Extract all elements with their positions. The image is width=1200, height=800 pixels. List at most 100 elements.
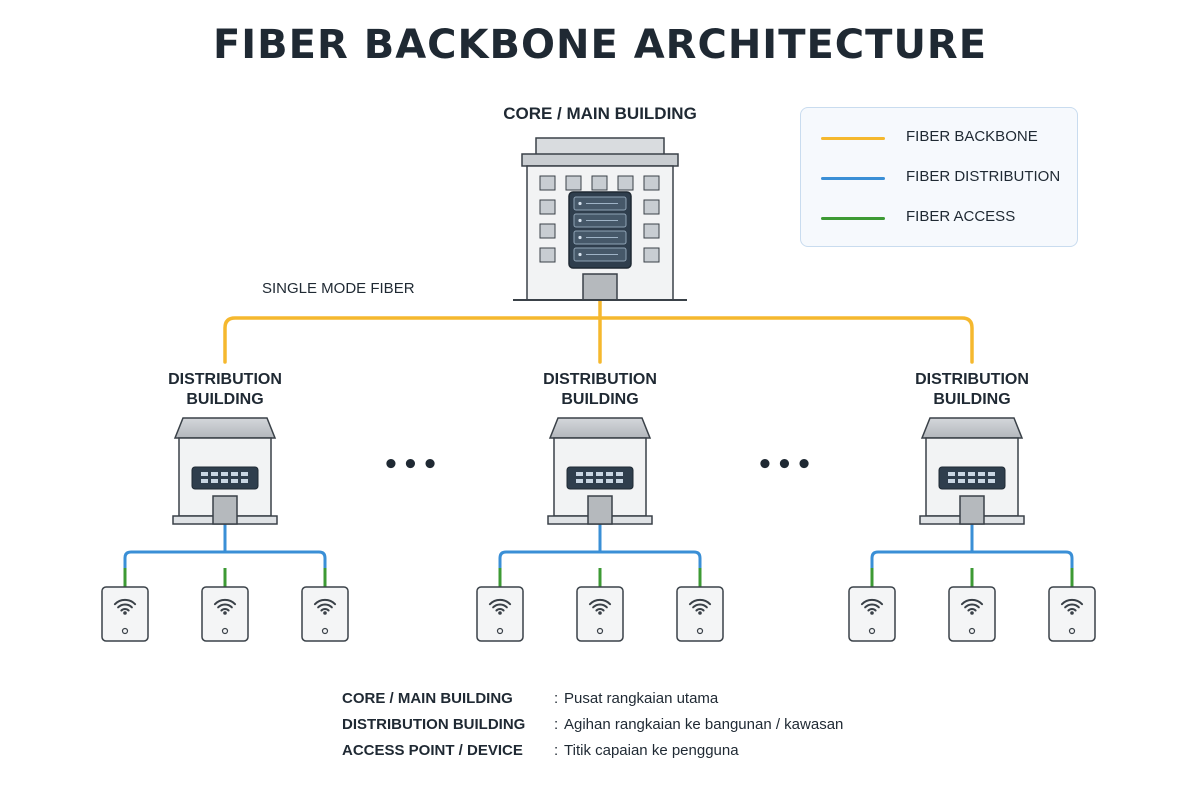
wifi-arc	[692, 603, 708, 609]
fiber-access-lines	[123, 568, 1074, 588]
status-led	[696, 627, 704, 635]
core-building-label: CORE / MAIN BUILDING	[503, 104, 697, 123]
definition-term: ACCESS POINT / DEVICE	[342, 742, 523, 759]
window	[617, 175, 634, 191]
wifi-access-point-icon	[1048, 586, 1096, 642]
building-door	[959, 495, 985, 525]
wifi-arc	[113, 598, 137, 606]
wifi-access-point-icon	[576, 586, 624, 642]
window	[643, 175, 660, 191]
patch-port	[211, 472, 218, 476]
definition-colon: :	[554, 690, 559, 707]
distribution-label-line2: BUILDING	[186, 391, 264, 408]
distribution-building-label: DISTRIBUTION BUILDING	[510, 370, 690, 410]
patch-port	[221, 472, 228, 476]
wifi-arc	[495, 608, 505, 612]
patch-port	[988, 479, 995, 483]
patch-port	[978, 479, 985, 483]
wifi-arc	[860, 598, 884, 606]
patch-port	[576, 472, 583, 476]
wifi-arc	[1064, 603, 1080, 609]
patch-panel-icon	[938, 466, 1006, 490]
wifi-arc	[592, 603, 608, 609]
patch-panel-body	[191, 466, 259, 490]
patch-port	[968, 479, 975, 483]
backbone-note: SINGLE MODE FIBER	[262, 280, 415, 297]
patch-port	[616, 479, 623, 483]
patch-panel-icon	[566, 466, 634, 490]
patch-panel-body	[566, 466, 634, 490]
wifi-dot	[698, 611, 702, 615]
distribution-label-line2: BUILDING	[561, 391, 639, 408]
wifi-access-point-icon	[201, 586, 249, 642]
page-title: FIBER BACKBONE ARCHITECTURE	[212, 22, 988, 68]
wifi-arc	[967, 608, 977, 612]
wifi-access-point-icon	[476, 586, 524, 642]
wifi-dot	[123, 611, 127, 615]
wifi-access-point-icon	[948, 586, 996, 642]
patch-port	[948, 479, 955, 483]
core-windows	[539, 175, 660, 263]
legend-swatch-distribution	[821, 177, 885, 180]
rack-led	[578, 252, 582, 257]
patch-port	[596, 479, 603, 483]
core-building-icon	[513, 137, 687, 301]
patch-port	[958, 479, 965, 483]
distribution-label-line1: DISTRIBUTION	[543, 371, 657, 388]
patch-port	[586, 479, 593, 483]
wifi-arc	[492, 603, 508, 609]
rack-led	[578, 218, 582, 223]
distribution-building-label: DISTRIBUTION BUILDING	[135, 370, 315, 410]
status-led	[868, 627, 876, 635]
definition-description: Agihan rangkaian ke bangunan / kawasan	[564, 716, 844, 733]
distribution-bus	[870, 550, 1074, 568]
building-roof	[173, 417, 277, 439]
wifi-dot	[223, 611, 227, 615]
wifi-dot	[1070, 611, 1074, 615]
wifi-arc	[588, 598, 612, 606]
status-led	[121, 627, 129, 635]
building-roof	[920, 417, 1024, 439]
wifi-dot	[598, 611, 602, 615]
distribution-bus	[498, 550, 702, 568]
wifi-access-point-icon	[101, 586, 149, 642]
patch-port	[586, 472, 593, 476]
definition-description: Titik capaian ke pengguna	[564, 742, 739, 759]
status-led	[221, 627, 229, 635]
wifi-arc	[213, 598, 237, 606]
window	[565, 175, 582, 191]
small-building-icon	[172, 417, 278, 525]
ellipsis: •••	[757, 450, 816, 480]
patch-port	[221, 479, 228, 483]
patch-port	[241, 472, 248, 476]
wifi-arc	[120, 608, 130, 612]
status-led	[496, 627, 504, 635]
patch-port	[201, 472, 208, 476]
definition-description: Pusat rangkaian utama	[564, 690, 719, 707]
wifi-arc	[320, 608, 330, 612]
wifi-arc	[595, 608, 605, 612]
wifi-dot	[970, 611, 974, 615]
definition-colon: :	[554, 742, 559, 759]
status-led	[968, 627, 976, 635]
wifi-arc	[488, 598, 512, 606]
building-door	[212, 495, 238, 525]
window	[643, 199, 660, 215]
server-rack-icon	[568, 191, 632, 269]
patch-port	[211, 479, 218, 483]
legend-swatch-backbone	[821, 137, 885, 140]
wifi-arc	[313, 598, 337, 606]
distribution-building-label: DISTRIBUTION BUILDING	[882, 370, 1062, 410]
distribution-label-line1: DISTRIBUTION	[168, 371, 282, 388]
wifi-dot	[323, 611, 327, 615]
window	[539, 199, 556, 215]
legend-label: FIBER DISTRIBUTION	[906, 168, 1061, 185]
legend-swatch-access	[821, 217, 885, 220]
patch-port	[606, 472, 613, 476]
window	[539, 223, 556, 239]
wifi-arc	[864, 603, 880, 609]
window	[643, 223, 660, 239]
wifi-arc	[220, 608, 230, 612]
wifi-arc	[1060, 598, 1084, 606]
